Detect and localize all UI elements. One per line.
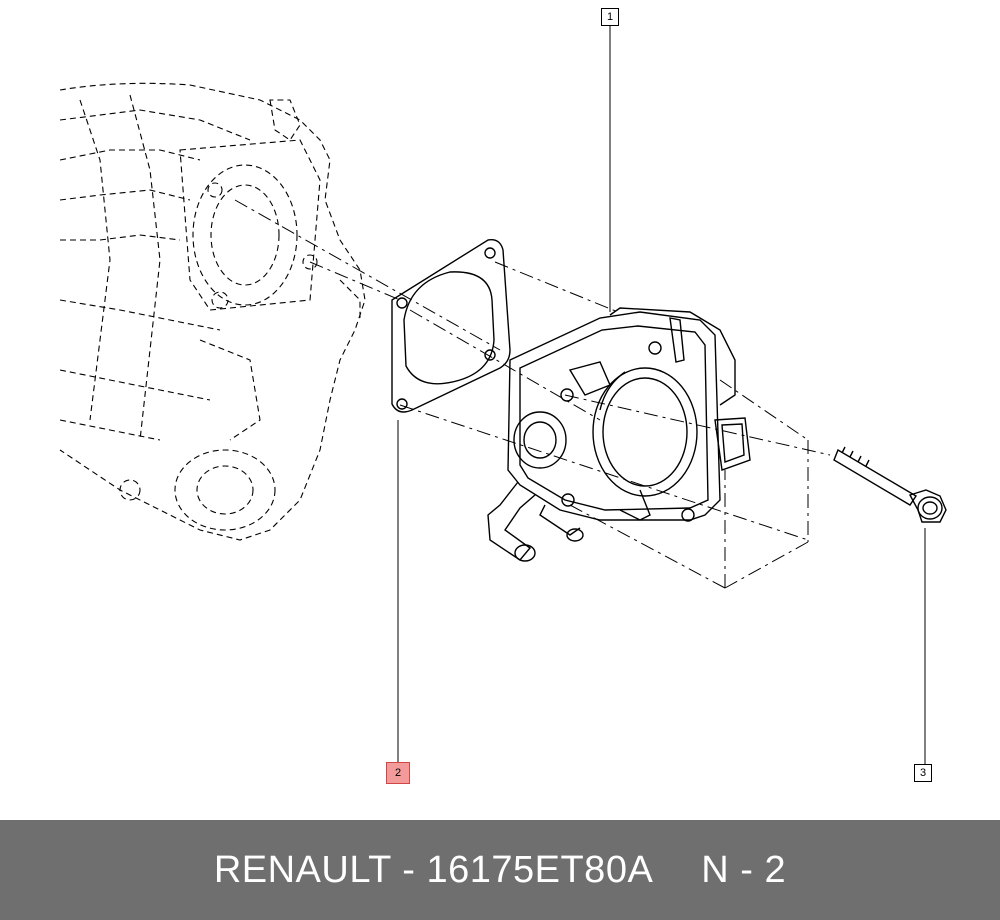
throttle-body-gasket	[391, 239, 511, 413]
footer-part-number: RENAULT - 16175ET80A	[213, 848, 654, 891]
callout-1-label: 1	[601, 8, 619, 26]
callout-3-label: 3	[914, 764, 932, 782]
mounting-bolt	[833, 446, 947, 523]
footer-section: N - 2	[701, 848, 787, 891]
intake-manifold	[59, 82, 366, 541]
callout-2-label: 2	[386, 762, 410, 784]
exploded-parts-diagram	[59, 26, 947, 764]
callout-leaders	[397, 26, 926, 764]
throttle-body	[487, 307, 751, 562]
footer-bar: RENAULT - 16175ET80A N - 2	[0, 820, 1000, 920]
assembly-guide-lines	[234, 199, 831, 589]
